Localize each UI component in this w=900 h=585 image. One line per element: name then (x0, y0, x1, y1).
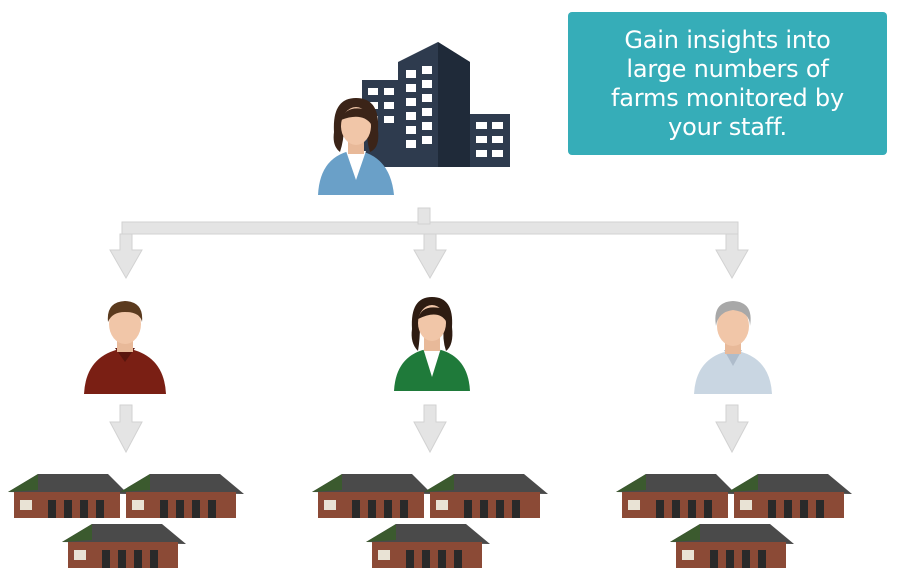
barn-icon (728, 474, 852, 518)
callout-box: Gain insights into large numbers of farm… (568, 12, 887, 155)
barn-icon (8, 474, 128, 518)
senior-staff-icon (694, 301, 772, 394)
connector-stem (417, 207, 431, 225)
barn-icon (616, 474, 736, 518)
arrow-down-icon (109, 404, 143, 454)
barn-icon (62, 524, 186, 568)
female-staff-icon (394, 297, 470, 391)
office-building-icon (362, 42, 510, 167)
arrow-down-icon (715, 404, 749, 454)
barn-icon (366, 524, 490, 568)
barn-icon (670, 524, 794, 568)
callout-text: Gain insights into large numbers of farm… (611, 25, 844, 141)
male-staff-icon (84, 301, 166, 394)
barn-icon (120, 474, 244, 518)
barn-icon (424, 474, 548, 518)
arrow-down-icon (413, 404, 447, 454)
barn-group-icon (312, 474, 548, 568)
hierarchy-connectors (109, 207, 749, 454)
barn-group-icon (616, 474, 852, 568)
arrow-down-icon (413, 233, 447, 280)
barn-group-icon (8, 474, 244, 568)
businesswoman-icon (318, 98, 394, 195)
arrow-down-icon (109, 233, 143, 280)
barn-icon (312, 474, 432, 518)
arrow-down-icon (715, 233, 749, 280)
manager-group (318, 42, 510, 195)
